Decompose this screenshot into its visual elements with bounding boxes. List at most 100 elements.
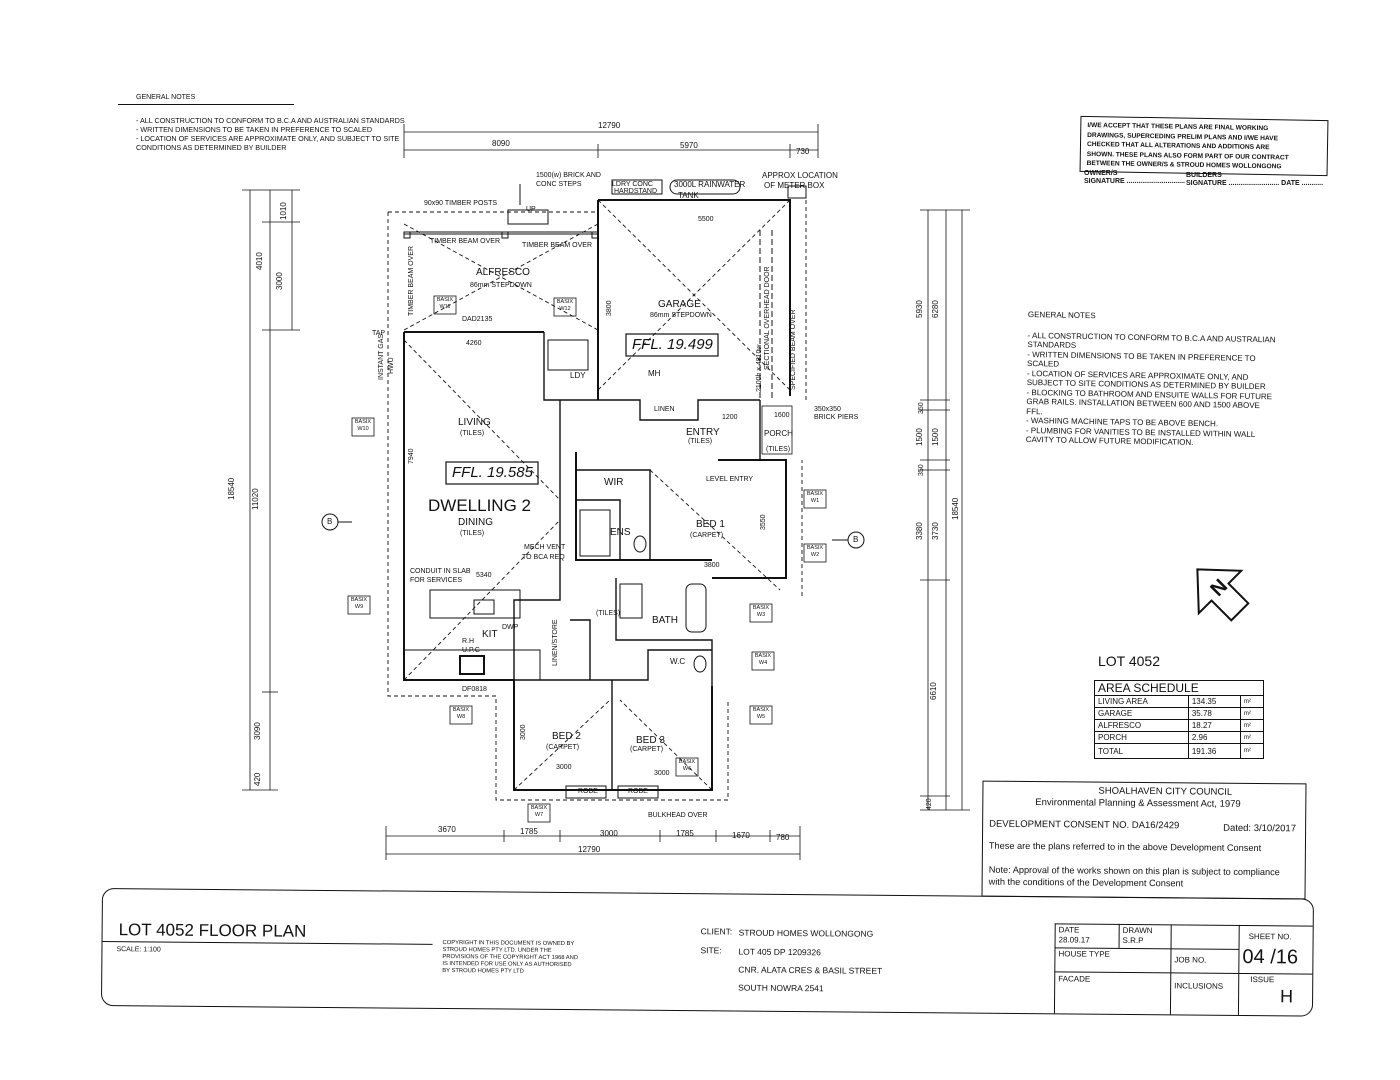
dim-inner-garage-width: 5500 — [698, 216, 714, 223]
dim-right-h: 3730 — [931, 522, 940, 540]
dim-right-a: 5930 — [915, 300, 924, 318]
dim-right-e: 350 — [918, 402, 925, 414]
basix-label: BASIX — [436, 297, 454, 303]
dim-left-mid: 11020 — [251, 488, 260, 510]
basix-label: BASIX — [556, 299, 574, 305]
label-bulkhead: BULKHEAD OVER — [648, 812, 708, 819]
room-linen: LINEN — [654, 406, 675, 413]
room-wir: WIR — [604, 477, 624, 488]
ffl-garage: FFL. 19.499 — [632, 336, 713, 353]
label-specified-beam: SPECIFIED BEAM OVER — [790, 309, 797, 390]
basix-label: BASIX — [752, 605, 770, 611]
basix-label: BASIX — [752, 707, 770, 713]
room-porch: PORCH — [764, 429, 793, 438]
dwelling-name: DWELLING 2 — [428, 496, 531, 515]
label-meter-2: OF METER BOX — [764, 181, 825, 190]
dim-right-d: 1500 — [931, 428, 940, 446]
label-hwu: HWU — [388, 357, 395, 374]
room-bed-3-sub: (CARPET) — [630, 746, 664, 753]
label-timber-beam-2: TIMBER BEAM OVER — [522, 242, 593, 249]
label-upc: U.P.C — [462, 647, 480, 654]
dim-inner-porch-width: 1600 — [774, 412, 790, 419]
basix-id: W4 — [758, 660, 768, 666]
outer-walls — [403, 199, 791, 791]
label-timber-beam-1: TIMBER BEAM OVER — [430, 238, 501, 245]
dim-left-b: 4010 — [255, 252, 264, 270]
label-door-size: 2100h x 4810w — [756, 344, 763, 392]
dim-right-c: 1500 — [915, 428, 924, 446]
area-unit: m² — [1239, 743, 1265, 759]
room-living: LIVING — [458, 417, 491, 428]
dim-bottom-a: 3670 — [438, 825, 456, 834]
area-schedule-title: AREA SCHEDULE — [1094, 680, 1264, 696]
basix-label: BASIX — [350, 597, 368, 603]
dim-top-total: 12790 — [598, 121, 621, 130]
label-df: DF0818 — [462, 686, 487, 693]
dim-left-a: 1010 — [279, 202, 288, 220]
label-brick-steps-2: CONC STEPS — [536, 181, 582, 188]
dim-inner-bed2-width: 3000 — [556, 764, 572, 771]
basix-label: BASIX — [452, 707, 470, 713]
builders-label: BUILDERS — [1186, 172, 1222, 179]
label-hardstand: HARDSTAND — [614, 188, 658, 195]
area-schedule: AREA SCHEDULE LIVING AREA 134.35 m² GARA… — [1094, 680, 1265, 759]
room-wc: W.C — [670, 657, 686, 666]
dim-bottom-total: 12790 — [578, 845, 601, 854]
dim-inner-living-height: 7940 — [408, 448, 415, 464]
dim-bottom-d: 1785 — [676, 829, 694, 838]
dim-bottom-e: 1670 — [732, 831, 750, 840]
label-tank: TANK — [678, 191, 699, 200]
basix-id: W7 — [534, 812, 544, 818]
area-label: TOTAL — [1094, 743, 1189, 759]
section-markers — [321, 513, 865, 549]
room-bath-sub: (TILES) — [596, 610, 621, 617]
label-level-entry: LEVEL ENTRY — [706, 476, 754, 483]
dim-bottom-f: 780 — [776, 833, 790, 842]
robe-left: ROBE — [578, 788, 598, 795]
kitchen-bench — [403, 589, 541, 681]
note-line: - WRITTEN DIMENSIONS TO BE TAKEN IN PREF… — [136, 125, 373, 134]
dim-inner-garage-depth: 3800 — [606, 300, 613, 316]
dim-right-f: 350 — [918, 464, 925, 476]
label-bca: TO BCA REQ — [522, 554, 565, 561]
top-dimensions — [403, 124, 819, 158]
basix-id: W11 — [439, 304, 451, 310]
dim-inner-bed-height: 3000 — [520, 724, 527, 740]
room-garage: GARAGE — [658, 299, 701, 310]
dim-left-total: 18540 — [227, 477, 236, 500]
basix-boxes — [347, 295, 827, 823]
note-line: - ALL CONSTRUCTION TO CONFORM TO B.C.A A… — [136, 116, 405, 125]
bottom-dimensions — [385, 826, 801, 860]
label-ldry-conc: LDRY CONC — [612, 181, 653, 188]
dim-inner-dining-width: 5340 — [476, 572, 492, 579]
section-marker-right: B — [853, 535, 859, 544]
room-living-sub: (TILES) — [460, 430, 485, 437]
label-rh: R.H — [462, 638, 475, 645]
room-entry: ENTRY — [686, 427, 720, 438]
basix-id: W5 — [756, 714, 766, 720]
room-bed-3: BED 3 — [636, 735, 665, 746]
general-notes-left: - ALL CONSTRUCTION TO CONFORM TO B.C.A A… — [136, 116, 405, 152]
lot-number: LOT 4052 — [1098, 653, 1161, 669]
robes — [565, 785, 659, 799]
table-row: PORCH 2.96 m² — [1094, 731, 1265, 744]
label-instant-gas: INSTANT GAS — [378, 333, 385, 380]
basix-id: W3 — [756, 612, 766, 618]
basix-id: W2 — [810, 552, 820, 558]
room-alfresco-sub: 86mm STEPDOWN — [470, 282, 532, 289]
dim-top-b: 5970 — [680, 141, 698, 150]
basix-id: W6 — [682, 766, 692, 772]
basix-id: W10 — [357, 426, 369, 432]
area-unit: m² — [1239, 695, 1265, 708]
room-bath: BATH — [652, 615, 678, 626]
label-conduit: CONDUIT IN SLAB — [410, 568, 471, 575]
dim-inner-bed3-width: 3000 — [654, 770, 670, 777]
